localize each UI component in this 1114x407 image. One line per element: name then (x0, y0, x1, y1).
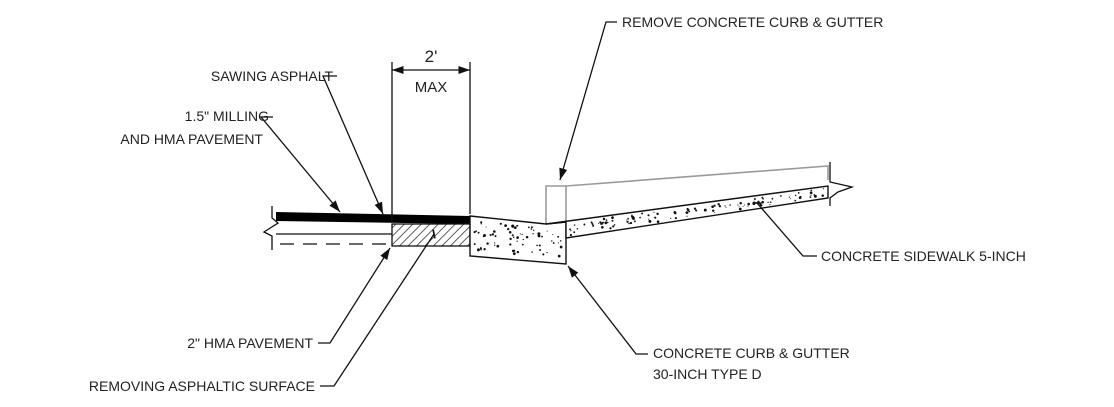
dimension-qualifier: MAX (415, 79, 448, 96)
label-sidewalk: CONCRETE SIDEWALK 5-INCH (821, 248, 1026, 264)
leader-sidewalk (752, 201, 817, 257)
left-break-line (262, 206, 280, 250)
label-remove-curb: REMOVE CONCRETE CURB & GUTTER (622, 14, 883, 30)
leader-hma (318, 247, 391, 344)
leader-lines (259, 21, 817, 387)
label-curb-line2: 30-INCH TYPE D (653, 366, 762, 382)
label-hma: 2" HMA PAVEMENT (187, 335, 313, 351)
asphalt-removal-zone (391, 223, 471, 247)
dimension-2ft: 2' MAX (391, 47, 471, 222)
dimension-value: 2' (425, 47, 438, 66)
leader-milling (259, 116, 341, 213)
label-curb-line1: CONCRETE CURB & GUTTER (653, 345, 850, 361)
leader-sawing (322, 75, 384, 215)
label-milling-line1: 1.5" MILLING (185, 108, 269, 124)
label-milling-line2: AND HMA PAVEMENT (120, 131, 263, 147)
leader-curb (567, 265, 648, 355)
milled-hma-surface (276, 212, 470, 224)
right-break-line (829, 162, 855, 206)
existing-curb-outline (545, 165, 829, 224)
leader-removing-surface (320, 229, 436, 387)
curb-and-gutter (469, 215, 567, 265)
leader-remove-curb (559, 21, 617, 181)
asphalt-layers (276, 212, 471, 247)
label-removing-surface: REMOVING ASPHALTIC SURFACE (89, 378, 315, 394)
label-sawing: SAWING ASPHALT (211, 68, 334, 84)
